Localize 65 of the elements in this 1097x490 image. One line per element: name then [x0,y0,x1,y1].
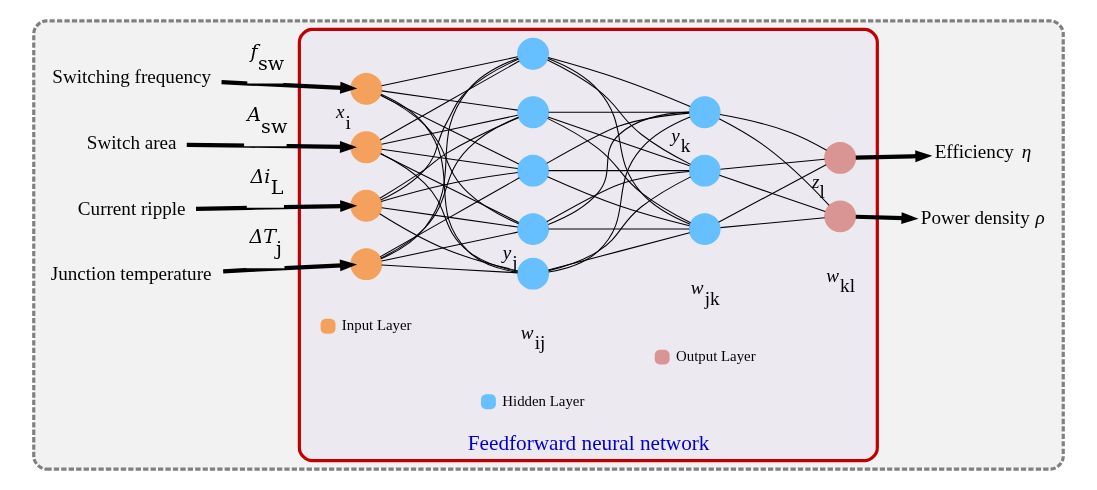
connector [380,94,520,225]
node-circle [688,96,721,129]
connector [718,164,827,223]
legend-label: Hidden Layer [502,392,585,409]
connector [548,170,690,172]
arrow [186,140,357,153]
node-text: Switch area [86,131,177,153]
connector [547,58,691,225]
node-circle [350,72,383,105]
connector [380,171,519,202]
node-circle [517,213,550,245]
node-circle [517,96,550,129]
arrow [223,259,358,274]
node-text: Efficiency η [934,141,1032,163]
connector [381,90,519,111]
node-circle [517,257,550,290]
connector [547,57,691,107]
connector [379,60,520,141]
connector [381,264,519,274]
connector [548,176,692,272]
legend-label: Input Layer [341,317,412,334]
connector [380,93,518,273]
connector [548,116,691,273]
node-circle [824,141,857,174]
connector [380,57,519,260]
connector [718,118,830,206]
connector [380,58,520,201]
connector [381,231,519,262]
node-text: Switching frequency [52,65,212,87]
node-circle [350,189,383,222]
node-circle [517,37,550,70]
connector [719,114,828,151]
connector [548,228,690,230]
node-circle [517,154,550,187]
connector [381,114,519,145]
connector [381,56,519,87]
connector [380,94,520,165]
node-circle [350,131,383,164]
connector [381,207,519,228]
node-text: Power density ρ [920,207,1045,229]
connector [547,59,692,165]
legend-label: Output Layer [675,348,756,365]
connector [380,153,519,272]
arrow [221,80,358,94]
node-text: Current ripple [77,197,186,219]
connector [379,177,520,258]
arrow [195,200,358,213]
connector [381,148,519,170]
connector [720,217,826,229]
connector [720,158,826,170]
connector [547,232,691,271]
node-circle [350,248,383,281]
arrow [855,212,919,225]
connector [548,111,690,113]
connector [379,213,519,272]
arrow [855,150,933,163]
connector [719,174,826,213]
node-circle [824,200,857,233]
node-circle [688,154,721,187]
cluster [32,19,1065,471]
node-circle [688,213,721,245]
node-text: Junction temperature [50,263,212,285]
connector [380,116,519,259]
connector [379,117,519,199]
connector [380,153,520,223]
